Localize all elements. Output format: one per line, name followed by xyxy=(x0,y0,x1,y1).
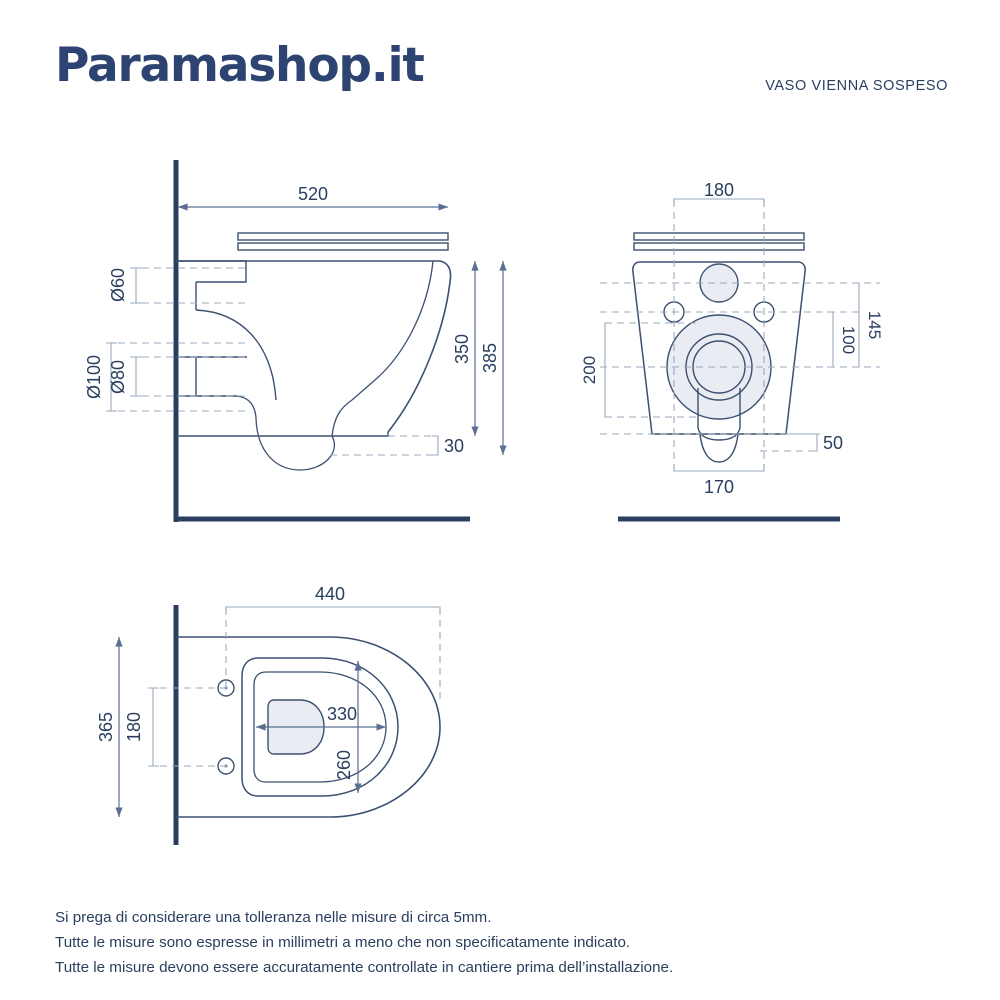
dim-label-170: 170 xyxy=(704,477,734,497)
bowl-rear-inner xyxy=(351,260,434,401)
trap-left-shoulder xyxy=(235,395,257,419)
dim-bracket-d60 xyxy=(135,267,142,304)
dim-label-d60: Ø60 xyxy=(108,268,128,302)
footer-notes: Si prega di considerare una tolleranza n… xyxy=(55,905,673,980)
dim-label-520: 520 xyxy=(298,184,328,204)
dim-label-440: 440 xyxy=(315,584,345,604)
dim-bracket-145 xyxy=(853,282,860,368)
dim-label-180-plan: 180 xyxy=(124,712,144,742)
seat-bar-front xyxy=(633,242,805,251)
bowl-inner-wall xyxy=(253,671,387,783)
dim-bracket-180-front xyxy=(673,198,765,205)
dim-bracket-d100 xyxy=(110,342,117,412)
brand-logo: Paramashop.it xyxy=(55,38,425,93)
dim-label-180-front: 180 xyxy=(704,180,734,200)
dim-label-200: 200 xyxy=(580,356,599,384)
bowl-rear-inner-low xyxy=(331,399,353,437)
dim-bracket-50 xyxy=(811,433,818,452)
outlet-stub-sides xyxy=(697,388,741,428)
side-view: 520 350 385 30 Ø60 Ø100 Ø80 xyxy=(84,160,507,522)
outlet-drop xyxy=(699,433,739,463)
note-line-1: Si prega di considerare una tolleranza n… xyxy=(55,909,492,926)
dim-label-260: 260 xyxy=(334,750,354,780)
inlet-spigot-upper xyxy=(176,260,247,283)
dim-label-350: 350 xyxy=(452,334,472,364)
dim-label-145: 145 xyxy=(865,311,884,339)
note-line-2: Tutte le misure sono espresse in millime… xyxy=(55,934,631,951)
dim-bracket-d80 xyxy=(135,356,142,397)
dim-bracket-200 xyxy=(604,322,611,418)
base-line-side xyxy=(176,432,389,437)
seat-lid-bar-front xyxy=(633,232,805,241)
bowl-inner-rim xyxy=(241,657,399,797)
trap-bottom-curve xyxy=(255,417,336,471)
dim-bracket-180-plan xyxy=(152,687,159,767)
note-line-3: Tutte le misure devono essere accuratame… xyxy=(55,959,674,976)
dim-label-100: 100 xyxy=(839,326,858,354)
product-title: VASO VIENNA SOSPESO xyxy=(765,78,948,94)
dim-label-330: 330 xyxy=(327,704,357,724)
dim-label-d100: Ø100 xyxy=(84,355,104,399)
dim-label-50: 50 xyxy=(823,433,843,453)
dim-bracket-440 xyxy=(225,606,441,613)
dim-bracket-30 xyxy=(432,435,439,456)
seat-bar xyxy=(237,242,449,251)
bowl-rear-outer xyxy=(387,260,452,433)
plan-view: 440 365 180 330 260 xyxy=(96,584,441,845)
bowl-outer-outline xyxy=(176,636,441,818)
dim-bracket-170 xyxy=(673,465,765,472)
dim-label-30: 30 xyxy=(444,436,464,456)
dim-label-365: 365 xyxy=(96,712,116,742)
dim-label-d80: Ø80 xyxy=(108,360,128,394)
inner-bowl-curve xyxy=(195,309,277,401)
front-view: 180 145 100 200 50 170 xyxy=(580,180,884,522)
dim-bracket-100 xyxy=(827,311,834,368)
seat-lid-bar xyxy=(237,232,449,241)
dim-label-385: 385 xyxy=(480,343,500,373)
